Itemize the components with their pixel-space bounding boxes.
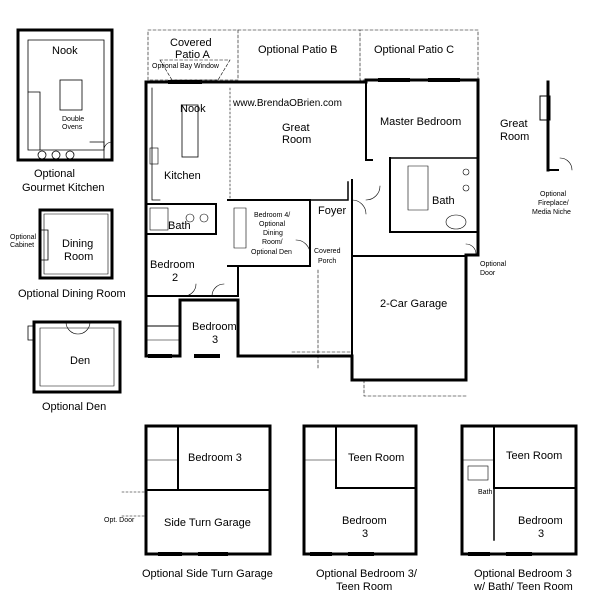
gro-label-line1: Great	[500, 118, 528, 130]
optional-door-line2: Door	[480, 270, 496, 277]
bedroom3-line1: Bedroom	[192, 321, 237, 333]
covered-patio-a-line1: Covered	[170, 37, 212, 49]
dr-label-line2: Room	[64, 251, 93, 263]
den-plan	[27, 320, 122, 394]
gk-caption-line1: Optional	[34, 168, 75, 180]
foyer-label: Foyer	[318, 205, 346, 217]
bedroom4-line4: Room/	[262, 239, 283, 246]
garage-label: 2-Car Garage	[380, 298, 447, 310]
btr-bedroom3-line2: 3	[538, 528, 544, 540]
covered-porch-line1: Covered	[314, 248, 341, 255]
optional-bay-window: Optional Bay Window	[152, 63, 220, 70]
bedroom2-line1: Bedroom	[150, 259, 195, 271]
bedroom2-line2: 2	[172, 272, 178, 284]
website-text: www.BrendaOBrien.com	[232, 98, 342, 109]
tr-bedroom3-line1: Bedroom	[342, 515, 387, 527]
teen-room-plan	[302, 424, 418, 556]
dr-label-line1: Dining	[62, 238, 93, 250]
gro-caption-line1: Optional	[540, 191, 567, 198]
gk-double-ovens-line2: Ovens	[62, 124, 83, 131]
tr-teen-label: Teen Room	[348, 452, 404, 464]
gro-caption-line3: Media Niche	[532, 209, 571, 216]
optional-patio-c: Optional Patio C	[374, 44, 454, 56]
master-bath-label: Bath	[432, 195, 455, 207]
tr-caption-line1: Optional Bedroom 3/	[316, 568, 418, 580]
nook-label: Nook	[180, 103, 206, 115]
main-plan	[144, 29, 480, 397]
covered-porch-line2: Porch	[318, 258, 336, 265]
dr-optional-cabinet-line2: Cabinet	[10, 242, 34, 249]
bedroom4-line5: Optional Den	[251, 249, 292, 256]
dr-optional-cabinet-line1: Optional	[10, 234, 37, 241]
btr-teen-label: Teen Room	[506, 450, 562, 462]
dining-room-plan	[38, 208, 114, 280]
den-label: Den	[70, 355, 90, 367]
kitchen-label: Kitchen	[164, 170, 201, 182]
stg-garage-label: Side Turn Garage	[164, 517, 251, 529]
gk-caption-line2: Gourmet Kitchen	[22, 182, 105, 194]
stg-opt-door: Opt. Door	[104, 517, 135, 524]
bedroom4-line2: Optional	[259, 221, 286, 228]
bedroom4-line3: Dining	[263, 230, 283, 237]
dr-caption: Optional Dining Room	[18, 288, 126, 300]
tr-caption-line2: Teen Room	[336, 581, 392, 593]
gro-label-line2: Room	[500, 131, 529, 143]
gourmet-kitchen-plan	[16, 28, 114, 162]
btr-caption-line1: Optional Bedroom 3	[474, 568, 572, 580]
bath-teen-room-plan	[460, 424, 578, 556]
covered-patio-a-line2: Patio A	[175, 49, 211, 61]
gro-caption-line2: Fireplace/	[538, 200, 569, 207]
bedroom3-line2: 3	[212, 334, 218, 346]
tr-bedroom3-line2: 3	[362, 528, 368, 540]
optional-patio-b: Optional Patio B	[258, 44, 338, 56]
btr-bath-label: Bath	[478, 489, 493, 496]
great-room-line2: Room	[282, 134, 311, 146]
btr-bedroom3-line1: Bedroom	[518, 515, 563, 527]
stg-bedroom3-label: Bedroom 3	[188, 452, 242, 464]
den-caption: Optional Den	[42, 401, 106, 413]
optional-door-line1: Optional	[480, 261, 507, 268]
bath-label: Bath	[168, 220, 191, 232]
stg-caption: Optional Side Turn Garage	[142, 568, 273, 580]
gk-double-ovens-line1: Double	[62, 116, 84, 123]
great-room-line1: Great	[282, 122, 310, 134]
great-room-option-plan	[539, 80, 573, 172]
master-bedroom-label: Master Bedroom	[380, 116, 461, 128]
gk-nook-label: Nook	[52, 45, 78, 57]
bedroom4-line1: Bedroom 4/	[254, 212, 290, 219]
side-turn-garage-plan	[121, 424, 272, 556]
btr-caption-line2: w/ Bath/ Teen Room	[473, 581, 573, 593]
